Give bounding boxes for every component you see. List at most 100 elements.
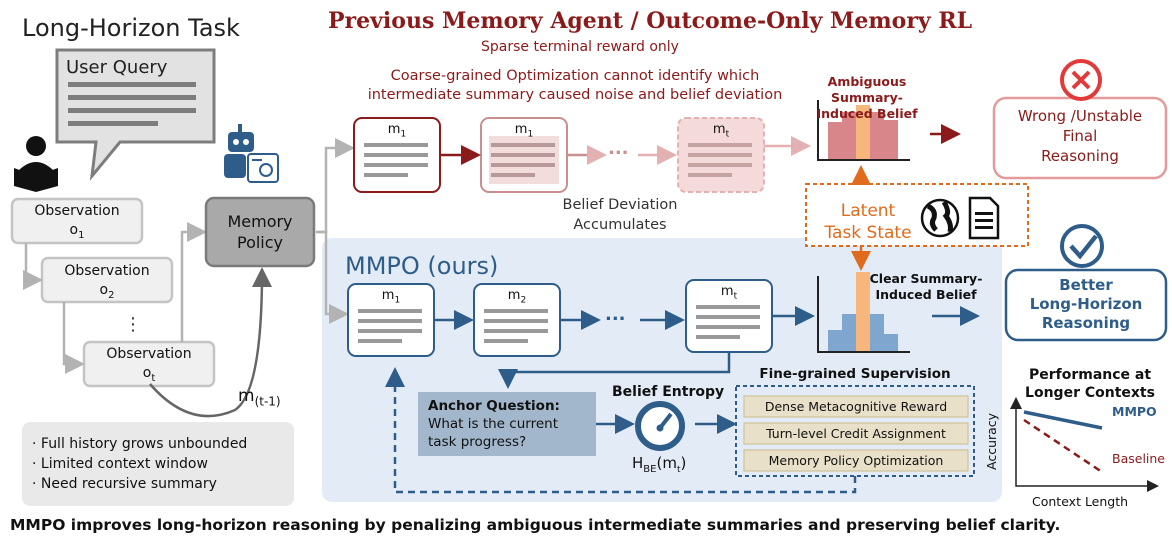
m-index: 2 xyxy=(520,295,527,306)
m-symbol: m xyxy=(514,122,528,137)
gauge-icon xyxy=(635,401,685,451)
ambiguous-line-1: Ambiguous Summary- xyxy=(827,74,907,105)
long-horizon-title: Long-Horizon Task xyxy=(22,14,240,42)
fine-grained-box xyxy=(735,385,975,477)
clear-line-2: Induced Belief xyxy=(875,287,977,302)
red-memory-box-1 xyxy=(353,117,441,193)
belief-deviation-label: Belief Deviation Accumulates xyxy=(520,195,720,235)
query-lines xyxy=(68,82,196,126)
entropy-symbol: H xyxy=(632,454,644,472)
latent-state-label: Latent Task State xyxy=(808,200,928,244)
wrong-line-1: Wrong /Unstable xyxy=(1017,107,1143,125)
figure-caption: MMPO improves long-horizon reasoning by … xyxy=(10,516,1061,534)
globe-icon xyxy=(920,198,960,238)
fine-item-bg-1 xyxy=(743,395,969,418)
belief-entropy-label: Belief Entropy xyxy=(612,384,725,400)
m-symbol: m xyxy=(387,122,401,137)
observation-symbol: o xyxy=(69,222,79,238)
clear-belief-label: Clear Summary- Induced Belief xyxy=(866,271,986,303)
anchor-line-2: What is the current xyxy=(428,416,558,432)
entropy-arg-index: t xyxy=(676,465,681,475)
ambiguous-belief-label: Ambiguous Summary- Induced Belief xyxy=(806,74,928,122)
series-line-mmpo xyxy=(1023,410,1103,430)
previous-memory-title: Previous Memory Agent / Outcome-Only Mem… xyxy=(328,8,973,34)
observation-label: Observation xyxy=(106,346,192,362)
m-index: 1 xyxy=(400,129,407,140)
red-memory-box-2 xyxy=(480,117,568,193)
user-query-label: User Query xyxy=(66,57,168,78)
perf-title-line-2: Longer Contexts xyxy=(1025,385,1155,401)
clear-histogram xyxy=(817,272,910,353)
series-label-baseline: Baseline xyxy=(1112,451,1165,466)
m-symbol: m xyxy=(507,288,521,303)
m-symbol: m xyxy=(381,288,395,303)
m-prev-index: (t-1) xyxy=(254,394,281,409)
check-circle-icon xyxy=(1060,224,1104,268)
m-prev-symbol: m xyxy=(238,386,255,406)
memory-feedback-arrow xyxy=(149,267,272,418)
clear-line-1: Clear Summary- xyxy=(869,271,983,286)
better-reasoning-label: Better Long-Horizon Reasoning xyxy=(1006,276,1166,333)
bullet-item: · Limited context window xyxy=(32,456,208,472)
anchor-line-3: task progress? xyxy=(428,434,527,450)
anchor-box xyxy=(418,392,596,456)
fine-grained-title: Fine-grained Supervision xyxy=(759,366,951,382)
bullet-item: · Full history grows unbounded xyxy=(32,436,248,452)
blue-m-label-2: m2 xyxy=(474,288,560,306)
series-label-mmpo: MMPO xyxy=(1112,404,1157,419)
blue-m-label-1: m1 xyxy=(348,288,434,306)
coarse-line-1: Coarse-grained Optimization cannot ident… xyxy=(390,68,760,84)
m-index: 1 xyxy=(527,129,534,140)
m-index: t xyxy=(725,129,730,140)
wrong-reasoning-label: Wrong /Unstable Final Reasoning xyxy=(994,106,1166,166)
red-m-label-2: m1 xyxy=(481,122,567,140)
observation-index: t xyxy=(151,372,156,384)
blue-m-label-t: mt xyxy=(686,284,772,302)
wrong-line-2: Final xyxy=(1062,127,1098,145)
coarse-line-2: intermediate summary caused noise and be… xyxy=(367,87,783,103)
red-ellipsis: ... xyxy=(608,138,629,159)
better-line-3: Reasoning xyxy=(1041,314,1131,332)
observation-1: Observation o1 xyxy=(12,202,142,245)
observation-label: Observation xyxy=(64,263,150,279)
deviation-line-2: Accumulates xyxy=(573,217,667,233)
anchor-question-text: Anchor Question: What is the current tas… xyxy=(428,397,596,451)
sparse-reward-text: Sparse terminal reward only xyxy=(481,39,679,55)
ambiguous-line-2: Induced Belief xyxy=(816,106,918,121)
memory-policy-box xyxy=(204,196,316,268)
m-index: t xyxy=(733,291,738,302)
user-reading-icon xyxy=(14,136,58,192)
red-m-label-1: m1 xyxy=(354,122,440,140)
robot-icon xyxy=(224,124,279,183)
observation-label: Observation xyxy=(34,203,120,219)
fine-item-bg-3 xyxy=(743,449,969,472)
x-circle-icon xyxy=(1060,59,1102,101)
observation-symbol: o xyxy=(142,365,152,381)
latent-line-1: Latent xyxy=(840,201,896,221)
latent-line-2: Task State xyxy=(824,223,912,243)
vertical-dots: ⋮ xyxy=(124,314,142,335)
red-memory-box-t xyxy=(677,117,765,193)
blue-ellipsis: ... xyxy=(605,304,626,325)
document-icon xyxy=(968,196,1000,240)
entropy-close: ) xyxy=(680,454,687,472)
better-line-1: Better xyxy=(1059,276,1113,294)
memory-policy-label: Memory Policy xyxy=(227,212,293,252)
observation-symbol: o xyxy=(99,282,109,298)
performance-chart xyxy=(1010,397,1159,492)
blue-memory-box-2 xyxy=(473,283,561,357)
series-line-baseline xyxy=(1023,418,1103,474)
ambiguous-histogram xyxy=(817,100,910,161)
observation-box-1 xyxy=(10,197,144,245)
m-index: 1 xyxy=(394,295,401,306)
perf-xlabel: Context Length xyxy=(1032,494,1129,509)
fine-item-bg-2 xyxy=(743,422,969,445)
anchor-title: Anchor Question: xyxy=(428,398,560,414)
bullets-panel xyxy=(22,422,294,506)
red-m-label-t: mt xyxy=(678,122,764,140)
fine-item-3: Memory Policy Optimization xyxy=(768,453,944,468)
perf-title: Performance at Longer Contexts xyxy=(1010,366,1170,402)
entropy-formula: HBE(mt) xyxy=(632,454,686,475)
entropy-argument: (m xyxy=(656,454,677,472)
